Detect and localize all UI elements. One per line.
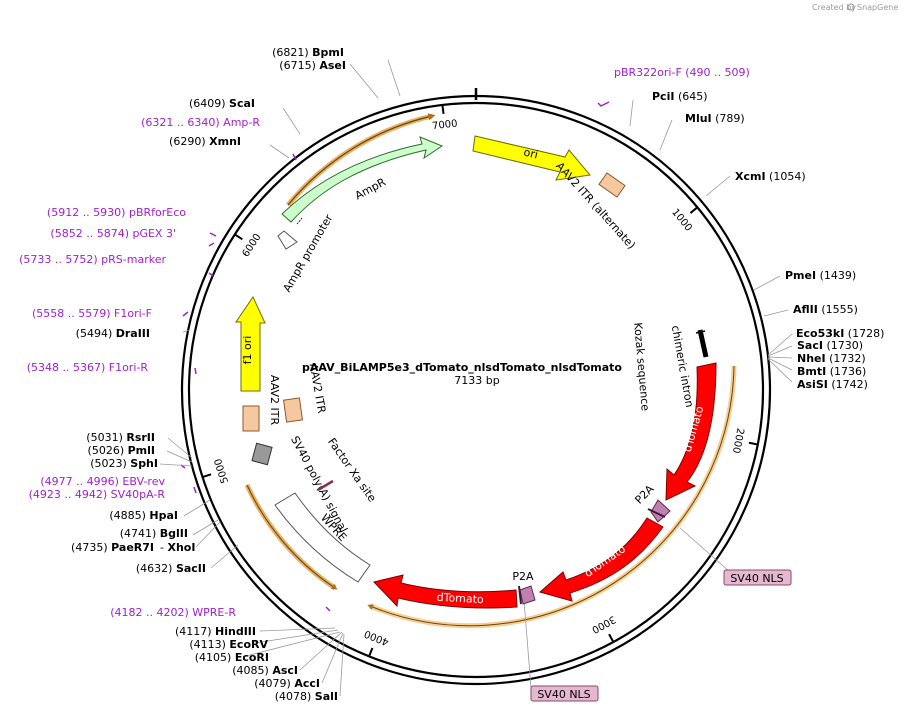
p2a-2-label: P2A bbox=[512, 570, 534, 583]
enzyme-label-xmni: (6290) XmnI bbox=[169, 135, 241, 148]
tick-label: 7000 bbox=[432, 118, 459, 132]
enzyme-label-asisi: AsiSI (1742) bbox=[797, 378, 868, 391]
enzyme-label-acci: (4079) AccI bbox=[254, 677, 320, 690]
tick-label: 2000 bbox=[730, 427, 746, 454]
leader-lines bbox=[159, 59, 793, 697]
primer-marks bbox=[180, 101, 610, 612]
f1-ori-label: f1 ori bbox=[241, 336, 254, 365]
enzyme-label-scai: (6409) ScaI bbox=[189, 97, 255, 110]
enzyme-label-asei: (6715) AseI bbox=[279, 59, 346, 72]
primer-label: (4977 .. 4996) EBV-rev bbox=[40, 475, 165, 488]
snapgene-logo-icon bbox=[847, 3, 855, 11]
enzyme-label-eco53ki: Eco53kI (1728) bbox=[796, 327, 884, 340]
enzyme-label-mlui: MluI (789) bbox=[685, 112, 745, 125]
tick-label: 6000 bbox=[241, 232, 264, 259]
tick-mark bbox=[608, 633, 615, 643]
wpre-box bbox=[274, 492, 371, 583]
credit-text: Created by bbox=[812, 3, 856, 12]
enzyme-label-sali: (4078) SalI bbox=[275, 690, 338, 703]
tick-mark bbox=[368, 647, 374, 657]
tick-label: 5000 bbox=[213, 457, 231, 485]
plasmid-name: pAAV_BiLAMP5e3_dTomato_nlsdTomato_nlsdTo… bbox=[302, 361, 622, 374]
enzyme-label-nhei: NheI (1732) bbox=[797, 352, 866, 365]
tick-mark bbox=[202, 473, 212, 478]
f1-ori-arrow bbox=[235, 295, 266, 392]
ori-label: ori bbox=[522, 146, 539, 162]
backbone-inner-ring bbox=[187, 101, 765, 679]
enzyme-label-sphi: (5023) SphI bbox=[90, 457, 158, 470]
dtomato-2-arrow bbox=[538, 517, 664, 602]
enzyme-label-ecori: (4105) EcoRI bbox=[195, 651, 269, 664]
tick-mark bbox=[441, 104, 445, 115]
enzyme-label-ecorv: (4113) EcoRV bbox=[189, 638, 268, 651]
primer-label: (5348 .. 5367) F1ori-R bbox=[27, 361, 149, 374]
sv40-polya-box bbox=[251, 442, 273, 466]
credit-brand: SnapGene bbox=[857, 3, 898, 12]
aav2-itr-left-label: AAV2 ITR bbox=[268, 375, 281, 426]
dtomato-3-label: dTomato bbox=[436, 591, 484, 606]
dtomato-1-arrow bbox=[665, 362, 717, 501]
chimeric-intron-label: chimeric intron bbox=[669, 324, 696, 408]
enzyme-label-xcmi: XcmI (1054) bbox=[735, 170, 806, 183]
enzyme-label-hpai: (4885) HpaI bbox=[109, 509, 178, 522]
primer-label: (4923 .. 4942) SV40pA-R bbox=[29, 488, 166, 501]
enzyme-label-xhoi: - XhoI bbox=[160, 541, 195, 554]
svg-text:SV40 NLS: SV40 NLS bbox=[537, 688, 590, 701]
orf-arcs bbox=[244, 113, 737, 629]
chimeric-intron-mark bbox=[697, 329, 709, 358]
primer-label: (5852 .. 5874) pGEX 3' bbox=[50, 227, 176, 240]
sv40-nls-2-box: SV40 NLS bbox=[530, 685, 599, 702]
enzyme-label-paer7i: (4735) PaeR7I bbox=[71, 541, 154, 554]
primer-label: (5558 .. 5579) F1ori-F bbox=[32, 307, 152, 320]
site-labels: (6821) BpmI(6715) AseI (6409) ScaI (6290) … bbox=[19, 46, 884, 703]
enzyme-label-bmti: BmtI (1736) bbox=[797, 365, 866, 378]
enzyme-label-pcii: PciI (645) bbox=[652, 90, 708, 103]
enzyme-label-draiii: (5494) DraIII bbox=[76, 327, 150, 340]
plasmid-size: 7133 bp bbox=[454, 374, 499, 387]
tick-mark bbox=[234, 233, 243, 241]
enzyme-label-bglii: (4741) BglII bbox=[120, 527, 188, 540]
ampr-promoter-label: AmpR promoter bbox=[280, 212, 335, 295]
ampr-promoter-arrow bbox=[277, 230, 298, 250]
primer-label: (5912 .. 5930) pBRforEco bbox=[47, 206, 186, 219]
p2a-1-label: P2A bbox=[632, 482, 656, 506]
tick-label: 1000 bbox=[669, 207, 694, 234]
enzyme-label-bpmi: (6821) BpmI bbox=[272, 46, 344, 59]
tick-mark bbox=[689, 206, 698, 214]
tick-mark bbox=[748, 441, 758, 446]
primer-label: (4182 .. 4202) WPRE-R bbox=[110, 606, 236, 619]
factor-xa-label: Factor Xa site bbox=[325, 436, 379, 505]
enzyme-label-saci: SacI (1730) bbox=[797, 339, 863, 352]
p2a-1-arrow bbox=[650, 499, 671, 523]
sv40-nls-1-box: SV40 NLS bbox=[723, 569, 792, 586]
enzyme-label-sacii: (4632) SacII bbox=[136, 562, 206, 575]
primer-label: (6321 .. 6340) Amp-R bbox=[141, 116, 260, 129]
tick-label: 3000 bbox=[590, 613, 618, 635]
enzyme-label-rsrii: (5031) RsrII bbox=[86, 431, 155, 444]
aav2-itr-alt-label: AAV2 ITR (alternate) bbox=[553, 160, 638, 252]
ampr-arrow bbox=[281, 136, 444, 223]
enzyme-label-aflii: AflII (1555) bbox=[793, 303, 858, 316]
dtomato-3-arrow bbox=[373, 574, 518, 609]
primer-label: pBR322ori-F (490 .. 509) bbox=[614, 66, 750, 79]
tick-label: 4000 bbox=[363, 627, 391, 647]
enzyme-label-hindiii: (4117) HindIII bbox=[175, 625, 256, 638]
primer-label: (5733 .. 5752) pRS-marker bbox=[19, 253, 166, 266]
aav2-itr-alt-box bbox=[598, 172, 626, 198]
aav2-itr-left-box bbox=[242, 405, 260, 432]
p2a-2-arrow bbox=[519, 585, 536, 605]
factor-xa-mark bbox=[317, 479, 334, 492]
enzyme-label-asci: (4085) AscI bbox=[232, 664, 298, 677]
enzyme-label-pmli: (5026) PmlI bbox=[88, 444, 155, 457]
ampr-label: AmpR bbox=[353, 175, 388, 202]
svg-text:SV40 NLS: SV40 NLS bbox=[730, 572, 783, 585]
kozak-label: Kozak sequence bbox=[631, 322, 652, 412]
aav2-itr-right-box bbox=[282, 397, 304, 423]
ori-arrow bbox=[472, 135, 591, 181]
enzyme-label-pmei: PmeI (1439) bbox=[785, 269, 856, 282]
